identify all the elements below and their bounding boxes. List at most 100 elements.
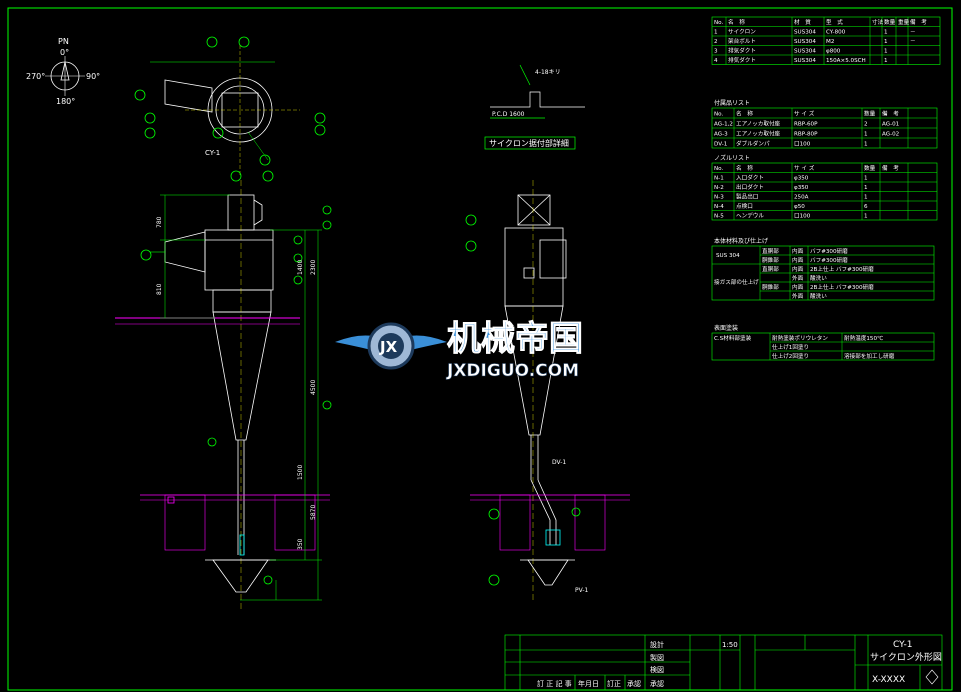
label-dv1: DV-1 bbox=[552, 459, 566, 466]
table-header-cell: サ イ ズ bbox=[794, 164, 815, 172]
table-cell: 1 bbox=[864, 176, 868, 182]
table-header-cell: No. bbox=[714, 20, 724, 26]
svg-text:4500: 4500 bbox=[310, 380, 317, 395]
table-cell: SUS304 bbox=[794, 49, 816, 55]
side-elevation: DV-1 PV-1 bbox=[465, 180, 630, 600]
detail-angle-note: 4-18キリ bbox=[535, 69, 561, 76]
detail-title: サイクロン据付部詳細 bbox=[489, 138, 569, 148]
table-cell: 架台ボルト bbox=[728, 37, 756, 45]
table-cell: 胴錐部 bbox=[762, 283, 779, 291]
svg-text:1400: 1400 bbox=[297, 260, 304, 275]
table-cell: AG-1,2 bbox=[714, 122, 733, 128]
table-cell: 2B上仕上 バフ#300研磨 bbox=[810, 283, 874, 291]
table-header-cell: 備 考 bbox=[910, 18, 927, 26]
table-cell: バフ#300研磨 bbox=[810, 247, 848, 255]
title-approved: 承認 bbox=[650, 679, 664, 688]
table-cell: 仕上げ2回塗り bbox=[772, 352, 809, 360]
table-cell: 1 bbox=[864, 195, 868, 201]
table-cell: バフ#300研磨 bbox=[810, 256, 848, 264]
compass-label: PN bbox=[58, 37, 69, 46]
table-cell: ヘンデウル bbox=[736, 212, 764, 220]
svg-text:350: 350 bbox=[297, 538, 304, 550]
table-cell: エアノッカ取付座 bbox=[736, 130, 781, 138]
watermark-badge: JX bbox=[379, 338, 398, 356]
compass-right: 90° bbox=[86, 72, 100, 81]
table-cell: ダブルダンパ bbox=[736, 140, 770, 148]
table-cell: 2 bbox=[714, 39, 718, 45]
finish-label-gas: 接ガス部の仕上げ bbox=[714, 278, 759, 286]
drawing-number: X-XXXX bbox=[872, 675, 905, 685]
svg-text:5870: 5870 bbox=[310, 505, 317, 520]
detail-pcd: P.C.D 1600 bbox=[492, 111, 525, 118]
table-cell: 3 bbox=[714, 49, 718, 55]
table-cell: エアノッカ取付座 bbox=[736, 120, 781, 128]
title-designed: 設計 bbox=[650, 640, 664, 649]
table-cell: 内面 bbox=[792, 265, 804, 273]
title-block: 設計 製図 検図 承認 1:50 訂 正 記 事 年月日 訂正 承認 CY-1 … bbox=[504, 634, 943, 691]
table-cell: 出口ダクト bbox=[736, 183, 764, 191]
front-elevation bbox=[115, 180, 332, 610]
table-cell: φ350 bbox=[794, 185, 809, 191]
table-cell: 酸洗い bbox=[810, 292, 827, 300]
table-cell: 胴錐部 bbox=[762, 256, 779, 264]
compass-top: 0° bbox=[60, 48, 69, 57]
table-cell: 口100 bbox=[794, 213, 811, 220]
table-cell: 150A×5.0SCH bbox=[826, 58, 866, 64]
table-cell: SUS304 bbox=[794, 39, 816, 45]
table-title: 付属品リスト bbox=[714, 99, 750, 107]
table-cell: 外面 bbox=[792, 274, 804, 282]
finish-table: 本体材料及び仕上げSUS 304接ガス部の仕上げ直胴部内面バフ#300研磨胴錐部… bbox=[711, 237, 935, 301]
table-cell: C.S材料部塗装 bbox=[714, 334, 752, 342]
table-header-cell: 備 考 bbox=[882, 164, 899, 172]
table-title: ノズルリスト bbox=[714, 154, 750, 162]
detail-view: サイクロン据付部詳細 P.C.D 1600 4-18キリ bbox=[484, 64, 585, 150]
table-cell: 内面 bbox=[792, 283, 804, 291]
title-scale: 1:50 bbox=[722, 641, 738, 649]
table-cell: SUS304 bbox=[794, 58, 816, 64]
north-compass: PN 0° 270° 90° 180° bbox=[26, 37, 100, 106]
table-cell: φ50 bbox=[794, 204, 805, 210]
watermark-cn: 机械帝国 bbox=[447, 319, 583, 359]
table-cell: 耐熱温度150℃ bbox=[844, 334, 883, 342]
dimension-lines bbox=[160, 194, 322, 601]
table-header-cell: 型 式 bbox=[826, 18, 843, 26]
title-col-approver: 承認 bbox=[627, 679, 641, 688]
table-title: 表面塗装 bbox=[714, 324, 738, 332]
dimension-texts: 780 810 1400 2300 4500 1500 5870 350 bbox=[156, 216, 317, 550]
table-cell: 内面 bbox=[792, 256, 804, 264]
table-cell: DV-1 bbox=[714, 142, 728, 148]
compass-bottom: 180° bbox=[56, 97, 75, 106]
table-cell: φ800 bbox=[826, 49, 841, 55]
table-cell: 口100 bbox=[794, 141, 811, 148]
table-cell: 1 bbox=[864, 132, 868, 138]
table-header-cell: No. bbox=[714, 112, 724, 118]
table-cell: 排気ダクト bbox=[728, 47, 756, 55]
table-cell: － bbox=[910, 30, 916, 36]
svg-text:2300: 2300 bbox=[310, 260, 317, 275]
table-cell: N-5 bbox=[714, 214, 724, 220]
table-header-cell: 備 考 bbox=[882, 110, 899, 118]
title-col-reviser: 訂正 bbox=[607, 679, 621, 688]
table-cell: 耐熱塗装ポリウレタン bbox=[772, 334, 828, 342]
plan-label-cy1: CY-1 bbox=[205, 149, 220, 157]
title-line2: サイクロン外形図 bbox=[870, 651, 942, 663]
table-cell: 溶接部を加工し研磨 bbox=[844, 352, 895, 360]
compass-left: 270° bbox=[26, 72, 45, 81]
table-cell: 250A bbox=[794, 195, 809, 201]
svg-text:780: 780 bbox=[156, 216, 163, 228]
title-drawn: 製図 bbox=[650, 653, 664, 662]
table-header-cell: サ イ ズ bbox=[794, 110, 815, 118]
table-header-cell: 名 称 bbox=[736, 164, 753, 172]
drawing-border bbox=[7, 7, 953, 691]
watermark-en: JXDIGUO.COM bbox=[446, 361, 579, 381]
table-cell: 1 bbox=[884, 58, 888, 64]
table-cell: 6 bbox=[864, 204, 868, 210]
table-header-cell: No. bbox=[714, 166, 724, 172]
table-cell: RBP-80P bbox=[794, 132, 818, 138]
table-cell: 直胴部 bbox=[762, 265, 779, 273]
table-cell: 1 bbox=[864, 142, 868, 148]
title-col-date: 年月日 bbox=[578, 679, 599, 688]
